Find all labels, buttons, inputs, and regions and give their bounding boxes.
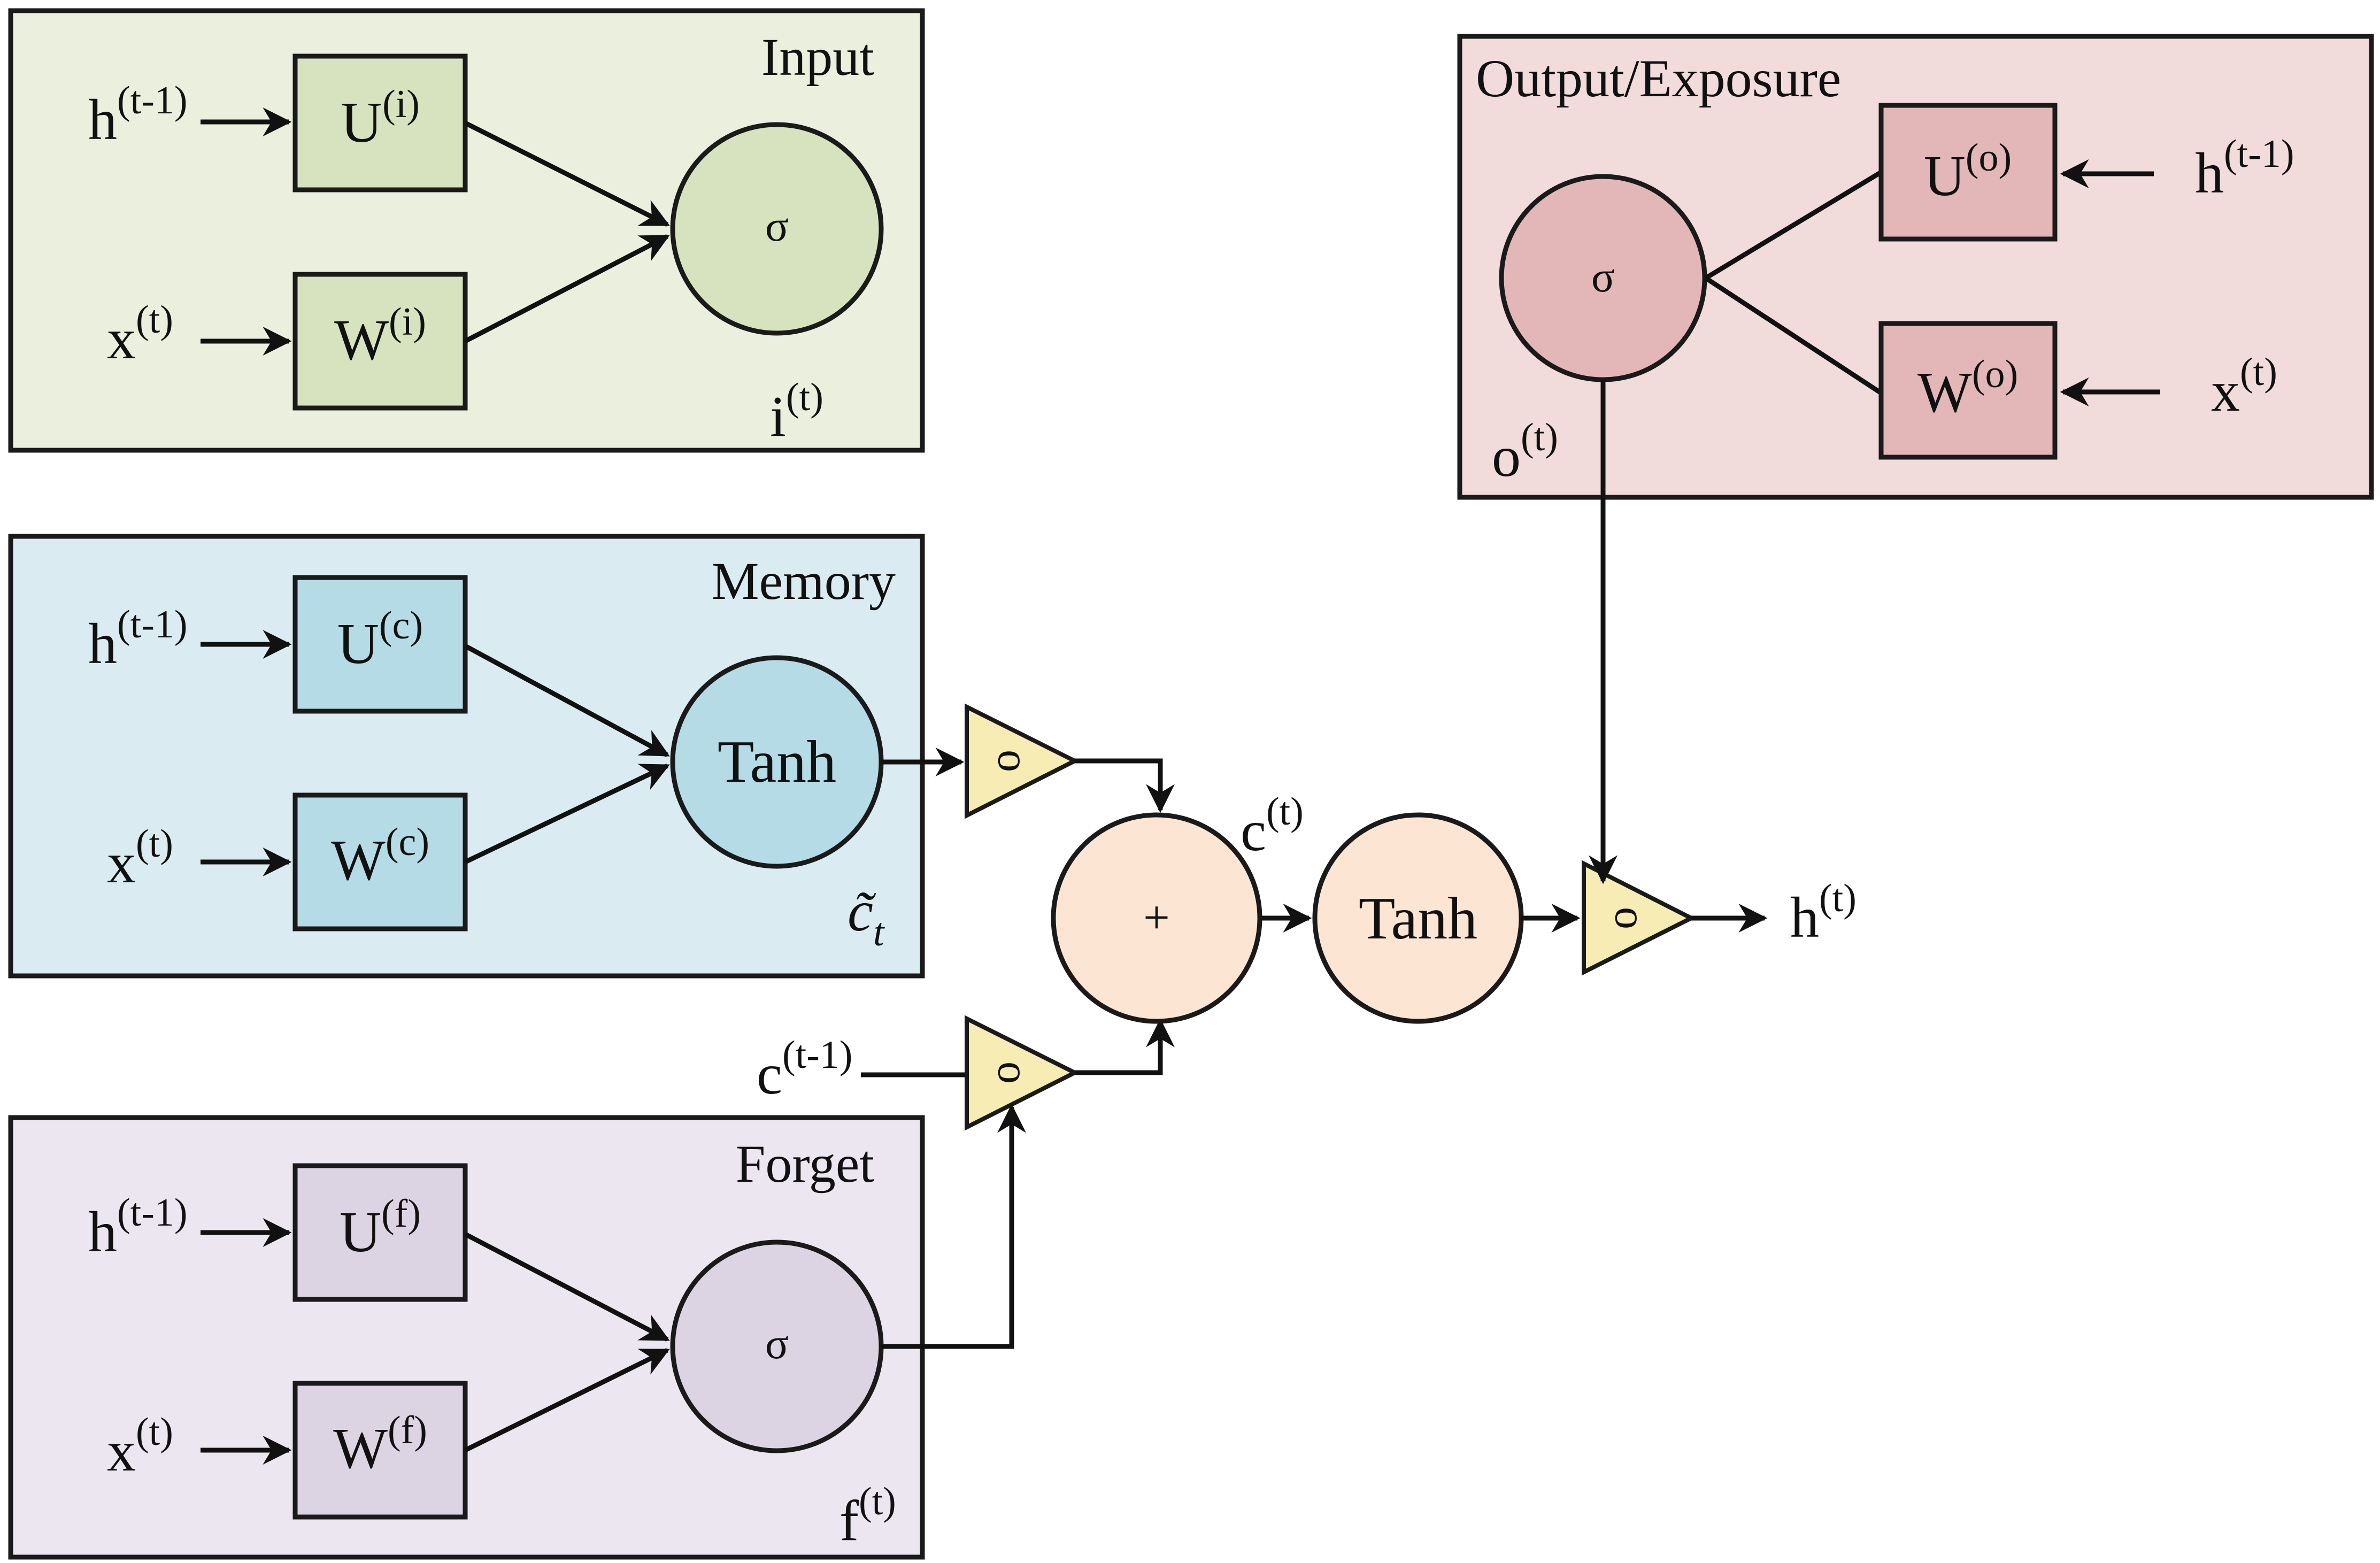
- forget-u-weight-label: U(f): [340, 1192, 421, 1264]
- memory-w-weight-box: [292, 792, 468, 931]
- input-sigma-node: [670, 122, 884, 336]
- output-panel-title: Output/Exposure: [1476, 49, 1841, 108]
- input-w-weight-box: [292, 272, 468, 411]
- output-x-label: x(t): [2211, 350, 2277, 424]
- input-u-weight-box: [292, 53, 468, 193]
- forget-sigma-label: σ: [765, 1319, 789, 1368]
- input-h-prev-label: h(t-1): [88, 79, 188, 152]
- multiply-to-add-arrow-top: [1075, 758, 1175, 813]
- input-sigma-label: σ: [765, 202, 789, 250]
- forget-x-label: x(t): [107, 1410, 173, 1483]
- forget-multiply-gate: [965, 1015, 1080, 1131]
- memory-w-weight-label: W(c): [331, 820, 429, 892]
- output-sigma-label: σ: [1591, 252, 1615, 301]
- output-u-link: [1704, 170, 1883, 280]
- forget-w-weight-label: W(f): [333, 1408, 427, 1481]
- output-w-weight-label: W(o): [1917, 352, 2018, 425]
- cell-add-symbol: +: [1143, 892, 1170, 944]
- output-w-weight-box: [1878, 321, 2058, 460]
- forget-h-prev-label: h(t-1): [88, 1191, 188, 1264]
- memory-cell-panel: Memory h(t-1) U(c) x(t) W(c) Tanh c̃t: [8, 534, 925, 979]
- output-gate-label: o(t): [1492, 415, 1558, 489]
- output-multiply-gate: [1582, 860, 1696, 976]
- input-gate-panel: Input h(t-1) U(i) x(t) W(i) σ i(t): [8, 8, 925, 453]
- candidate-multiply-gate: [965, 703, 1080, 819]
- output-gate-panel: Output/Exposure σ U(o) W(o) h(t-1) x(t) …: [1457, 34, 2374, 500]
- memory-u-weight-label: U(c): [337, 604, 423, 676]
- cell-state-flow: o c(t-1) o + c(t) Tanh o h(t): [757, 380, 1857, 1349]
- memory-x-label: x(t): [107, 822, 173, 895]
- forget-u-weight-box: [292, 1163, 468, 1302]
- memory-h-prev-label: h(t-1): [88, 603, 188, 676]
- forget-w-weight-box: [292, 1381, 468, 1520]
- forget-u-to-node-arrow: [464, 1232, 670, 1342]
- output-u-weight-label: U(o): [1924, 136, 2012, 208]
- output-w-link: [1704, 276, 1883, 395]
- input-u-weight-label: U(i): [341, 82, 420, 155]
- memory-tanh-label: Tanh: [718, 729, 836, 795]
- input-u-to-node-arrow: [464, 120, 670, 227]
- input-x-label: x(t): [107, 298, 173, 371]
- output-u-weight-box: [1878, 103, 2058, 242]
- forget-multiply-symbol: o: [980, 1061, 1029, 1084]
- memory-w-to-node-arrow: [464, 763, 670, 865]
- output-multiply-symbol: o: [1597, 907, 1646, 929]
- candidate-multiply-symbol: o: [980, 750, 1029, 772]
- input-panel-title: Input: [761, 27, 874, 87]
- forget-panel-title: Forget: [736, 1134, 874, 1194]
- input-w-to-node-arrow: [464, 234, 670, 343]
- multiply-to-add-arrow-bottom: [1075, 1018, 1175, 1075]
- forget-w-to-node-arrow: [464, 1348, 670, 1453]
- input-output-label: i(t): [770, 375, 823, 449]
- hidden-state-label: h(t): [1790, 876, 1857, 950]
- forget-output-label: f(t): [839, 1480, 896, 1553]
- memory-panel-title: Memory: [712, 551, 896, 611]
- memory-candidate-label: c̃t: [848, 880, 885, 954]
- memory-u-to-node-arrow: [464, 644, 670, 757]
- cell-state-label: c(t): [1241, 790, 1304, 863]
- cell-tanh-label: Tanh: [1359, 886, 1477, 952]
- previous-cell-label: c(t-1): [757, 1033, 852, 1106]
- output-h-prev-label: h(t-1): [2195, 132, 2294, 205]
- memory-u-weight-box: [292, 575, 468, 714]
- forget-gate-panel: Forget h(t-1) U(f) x(t) W(f) σ f(t): [8, 1115, 925, 1560]
- input-w-weight-label: W(i): [334, 300, 426, 372]
- forget-to-multiply-arrow: [881, 1104, 1026, 1349]
